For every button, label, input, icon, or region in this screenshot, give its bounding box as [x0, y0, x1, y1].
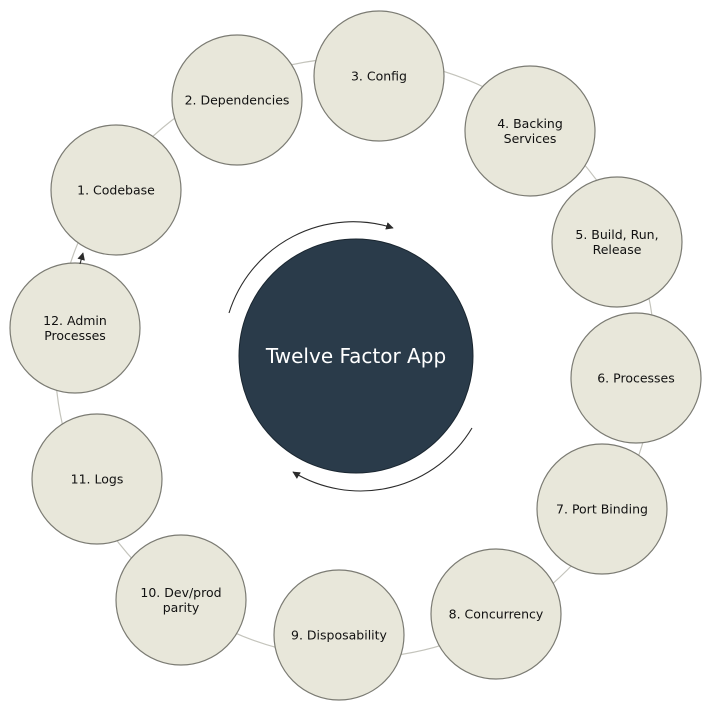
factor-label: 5. Build, Run,Release [575, 227, 658, 257]
factor-label-line: 2. Dependencies [185, 93, 290, 108]
factor-label: 8. Concurrency [449, 607, 544, 622]
factor-node-6: 6. Processes [570, 312, 702, 444]
factor-label-line: 11. Logs [71, 472, 124, 487]
factor-nodes: 1. Codebase 2. Dependencies 3. Config 4. Ba… [9, 10, 702, 701]
factor-node-1: 1. Codebase [50, 124, 182, 256]
factor-node-5: 5. Build, Run,Release [551, 176, 683, 308]
factor-node-7: 7. Port Binding [536, 443, 668, 575]
factor-circle [536, 443, 668, 575]
factor-label: 3. Config [351, 69, 407, 84]
factor-label-line: 5. Build, Run, [575, 227, 658, 242]
factor-circle [31, 413, 163, 545]
factor-label-line: 9. Disposability [291, 628, 388, 643]
center-title: Twelve Factor App [265, 344, 446, 368]
factor-label-line: 3. Config [351, 69, 407, 84]
factor-circle [313, 10, 445, 142]
factor-circle [551, 176, 683, 308]
factor-circle [9, 262, 141, 394]
factor-circle [430, 548, 562, 680]
factor-label: 9. Disposability [291, 628, 388, 643]
factor-label: 7. Port Binding [556, 502, 648, 517]
factor-circle [171, 34, 303, 166]
factor-label-line: 12. Admin [43, 313, 107, 328]
factor-circle [570, 312, 702, 444]
factor-label-line: Services [504, 131, 557, 146]
rotation-arc-top [228, 221, 394, 314]
factor-circle [464, 65, 596, 197]
factor-label-line: Release [593, 242, 642, 257]
factor-label: 1. Codebase [77, 183, 155, 198]
factor-label-line: 7. Port Binding [556, 502, 648, 517]
factor-label-line: Processes [44, 328, 106, 343]
factor-node-3: 3. Config [313, 10, 445, 142]
center-circle [238, 238, 474, 474]
factor-circle [273, 569, 405, 701]
factor-label-line: 6. Processes [597, 371, 675, 386]
factor-label-line: 8. Concurrency [449, 607, 544, 622]
factor-label-line: 1. Codebase [77, 183, 155, 198]
factor-circle [50, 124, 182, 256]
factor-label: 2. Dependencies [185, 93, 290, 108]
cycle-arrow-icon [77, 252, 85, 265]
factor-label-line: 4. Backing [497, 116, 563, 131]
factor-label-line: parity [163, 600, 200, 615]
factor-node-2: 2. Dependencies [171, 34, 303, 166]
rotation-arc-bottom [292, 427, 473, 492]
factor-node-11: 11. Logs [31, 413, 163, 545]
factor-label: 6. Processes [597, 371, 675, 386]
factor-node-8: 8. Concurrency [430, 548, 562, 680]
factor-node-9: 9. Disposability [273, 569, 405, 701]
factor-label: 11. Logs [71, 472, 124, 487]
factor-circle [115, 534, 247, 666]
factor-label-line: 10. Dev/prod [140, 585, 221, 600]
